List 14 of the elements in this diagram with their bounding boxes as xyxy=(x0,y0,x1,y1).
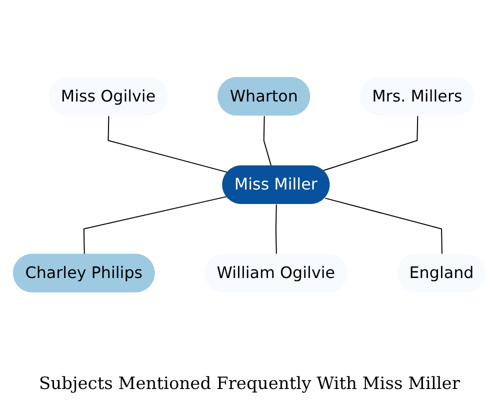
node-box: Charley Philips xyxy=(12,254,155,293)
diagram-title: Subjects Mentioned Frequently With Miss Miller xyxy=(38,374,461,394)
node-box: Miss Miller xyxy=(222,166,330,204)
connector xyxy=(322,116,418,172)
connector xyxy=(263,116,272,167)
node-box: England xyxy=(397,254,486,293)
node-box: Mrs. Millers xyxy=(360,77,475,116)
connector xyxy=(83,196,227,255)
node-box: Wharton xyxy=(218,77,310,116)
connector xyxy=(275,204,277,255)
connector xyxy=(108,116,228,174)
node-box: Miss Ogilvie xyxy=(48,77,168,116)
connector xyxy=(324,198,443,255)
node-box: William Ogilvie xyxy=(204,254,348,293)
